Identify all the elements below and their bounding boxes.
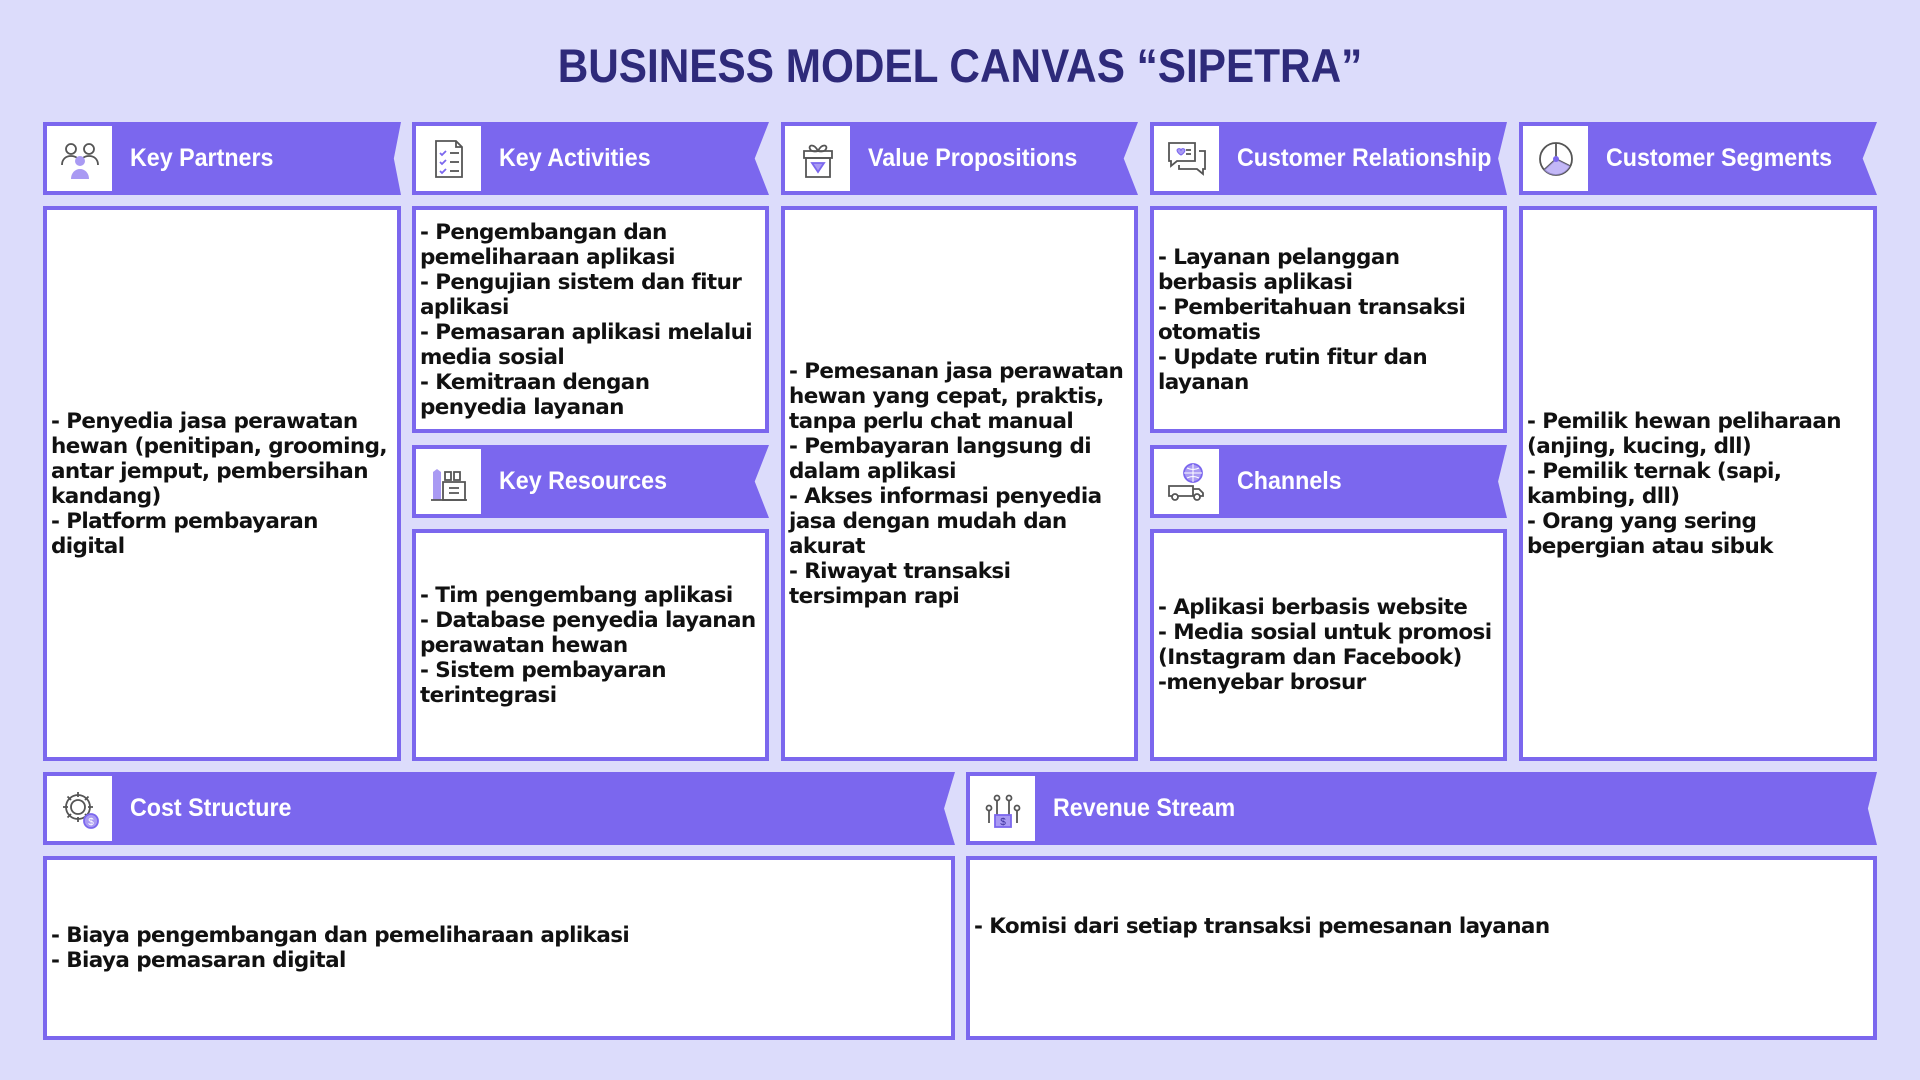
revenue-stream-box: - Komisi dari setiap transaksi pemesanan… [966, 856, 1877, 1040]
key-activities-label: Key Activities [499, 144, 651, 172]
customer-segments-text: - Pemilik hewan peliharaan (anjing, kuci… [1527, 408, 1842, 559]
key-resources-header: Key Resources [412, 445, 769, 518]
key-partners-text: - Penyedia jasa perawatan hewan (penitip… [51, 408, 388, 559]
channels-text: - Aplikasi berbasis website - Media sosi… [1158, 595, 1492, 695]
cost-structure-header: $ Cost Structure [43, 772, 955, 845]
customer-relationship-text: - Layanan pelanggan berbasis aplikasi - … [1158, 244, 1466, 395]
value-propositions-label: Value Propositions [868, 144, 1078, 172]
chat-bubbles-icon [1150, 122, 1223, 195]
cost-structure-text: - Biaya pengembangan dan pemeliharaan ap… [51, 923, 630, 973]
cost-structure-box: - Biaya pengembangan dan pemeliharaan ap… [43, 856, 955, 1040]
key-partners-header: Key Partners [43, 122, 401, 195]
revenue-stream-header: $ Revenue Stream [966, 772, 1877, 845]
customer-relationship-header: Customer Relationship [1150, 122, 1507, 195]
customer-segments-header: Customer Segments [1519, 122, 1877, 195]
globe-truck-icon [1150, 445, 1223, 518]
gear-dollar-icon: $ [43, 772, 116, 845]
svg-text:$: $ [1000, 817, 1006, 828]
channels-label: Channels [1237, 467, 1342, 495]
channels-box: - Aplikasi berbasis website - Media sosi… [1150, 529, 1507, 761]
key-resources-box: - Tim pengembang aplikasi - Database pen… [412, 529, 769, 761]
key-resources-text: - Tim pengembang aplikasi - Database pen… [420, 582, 756, 708]
channels-header: Channels [1150, 445, 1507, 518]
key-activities-text: - Pengembangan dan pemeliharaan aplikasi… [420, 219, 753, 420]
key-activities-header: Key Activities [412, 122, 769, 195]
key-partners-box: - Penyedia jasa perawatan hewan (penitip… [43, 206, 401, 761]
revenue-stream-label: Revenue Stream [1053, 794, 1236, 822]
customer-relationship-label: Customer Relationship [1237, 144, 1492, 172]
key-resources-label: Key Resources [499, 467, 668, 495]
partners-icon [43, 122, 116, 195]
key-partners-label: Key Partners [130, 144, 274, 172]
factory-icon [412, 445, 485, 518]
money-flow-icon: $ [966, 772, 1039, 845]
gift-diamond-icon [781, 122, 854, 195]
page-title: BUSINESS MODEL CANVAS “SIPETRA” [557, 39, 1363, 92]
customer-relationship-box: - Layanan pelanggan berbasis aplikasi - … [1150, 206, 1507, 433]
customer-segments-box: - Pemilik hewan peliharaan (anjing, kuci… [1519, 206, 1877, 761]
checklist-icon [412, 122, 485, 195]
value-propositions-text: - Pemesanan jasa perawatan hewan yang ce… [789, 358, 1124, 609]
revenue-stream-text: - Komisi dari setiap transaksi pemesanan… [974, 913, 1550, 939]
key-activities-box: - Pengembangan dan pemeliharaan aplikasi… [412, 206, 769, 433]
cost-structure-label: Cost Structure [130, 794, 292, 822]
value-propositions-header: Value Propositions [781, 122, 1138, 195]
pie-chart-icon [1519, 122, 1592, 195]
customer-segments-label: Customer Segments [1606, 144, 1833, 172]
svg-text:$: $ [88, 817, 94, 828]
value-propositions-box: - Pemesanan jasa perawatan hewan yang ce… [781, 206, 1138, 761]
